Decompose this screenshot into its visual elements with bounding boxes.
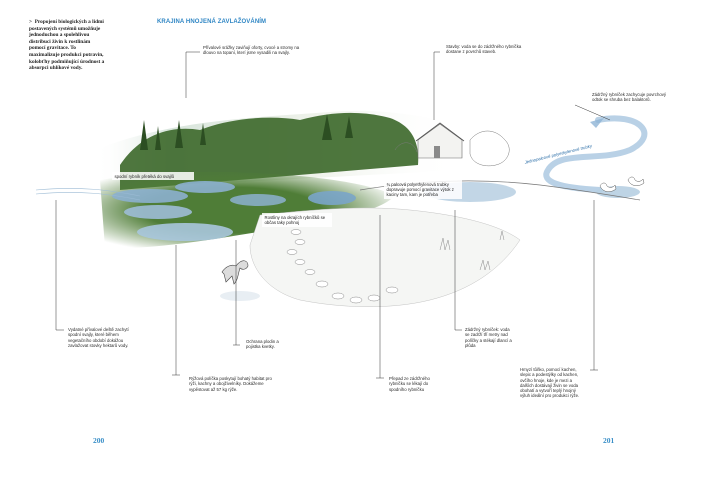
label-pond-plants: Rostliny na okrajích rybníčků se občas t… — [262, 213, 332, 227]
annotation-retention-pond: Zádržný rybníček: voda se zadrží tří met… — [465, 327, 512, 348]
paddy-4 — [137, 223, 233, 241]
annotation-overflow: Přepad ze zádržného rybníčku se lékají d… — [389, 376, 430, 392]
intro-paragraph: > Propojení biologických a lidmi postave… — [29, 19, 107, 72]
leader-lines — [55, 51, 611, 379]
stepping-stones — [286, 229, 399, 304]
intro-bullet: > — [29, 19, 33, 25]
duck-icon-2 — [627, 176, 645, 186]
dog-sketch — [221, 260, 249, 285]
dog-shadow — [220, 291, 260, 301]
annotation-manure: Hmyzí tůňko, pomocí kachen, slepic a pod… — [520, 367, 580, 399]
paddy-5 — [230, 194, 286, 206]
label-lower-pond: spodní rybník přetéká do svajlů — [112, 172, 194, 181]
duck-icon — [599, 182, 617, 192]
annotation-top-center: Přívalové srážky zaviňují oforty, cvocé … — [203, 45, 300, 56]
paddy-3 — [124, 205, 192, 219]
irrigation-line — [35, 188, 141, 197]
annotation-far-right: Zádržný rybníček zachycuje povrchový odt… — [592, 92, 667, 103]
house — [417, 123, 463, 159]
paddy-2 — [175, 181, 235, 193]
pond-center — [308, 191, 356, 205]
flow-arrow — [590, 118, 604, 128]
annotation-top-right: Stavby: voda se do zádržného rybníčka do… — [446, 44, 522, 55]
paddy-1 — [112, 189, 188, 203]
forest — [120, 112, 419, 190]
page-number-left: 200 — [93, 436, 105, 445]
annotation-rice-fields: Rýžová políčka poskytují bohatý habitat … — [189, 376, 272, 392]
page-number-right: 201 — [603, 436, 615, 445]
intro-text: Propojení biologických a lidmi postavený… — [29, 19, 105, 72]
annotation-bottom-left: Vydatné přívalové deště zachytí spodní s… — [68, 327, 129, 348]
overflow-stream — [543, 115, 648, 193]
annotation-crop-protection: Ochrana plodin a pojistka kvetky. — [246, 339, 279, 350]
label-pipes: ¾ palcová polyethylenová trubky dopravuj… — [384, 180, 462, 199]
grass-tufts — [439, 230, 505, 271]
section-title: KRAJINA HNOJENÁ ZAVLAŽOVÁNÍM — [157, 19, 267, 25]
